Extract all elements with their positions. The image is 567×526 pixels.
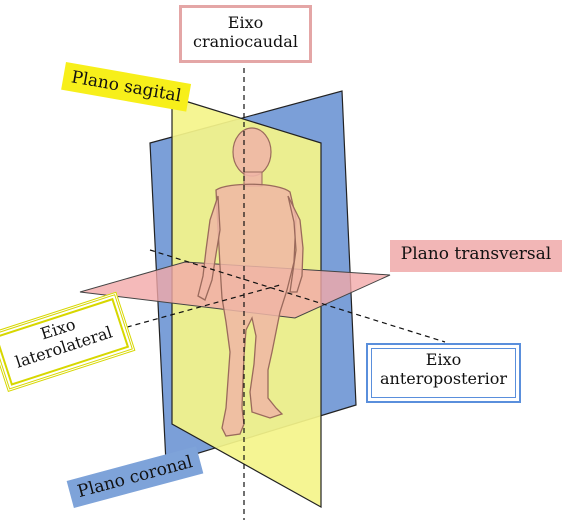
anteroposterior-axis-label: Eixo anteroposterior [366, 343, 521, 403]
craniocaudal-axis-label-line1: Eixo [227, 13, 264, 32]
craniocaudal-axis-label-line2: craniocaudal [193, 32, 298, 52]
anteroposterior-axis-label-line2: anteroposterior [379, 369, 508, 389]
anteroposterior-axis-line [149, 249, 446, 343]
craniocaudal-axis-label: Eixo craniocaudal [179, 5, 312, 63]
transverse-plane-label: Plano transversal [390, 240, 562, 272]
anteroposterior-axis-label-line1: Eixo [425, 350, 462, 369]
laterolateral-axis-line [39, 284, 281, 352]
